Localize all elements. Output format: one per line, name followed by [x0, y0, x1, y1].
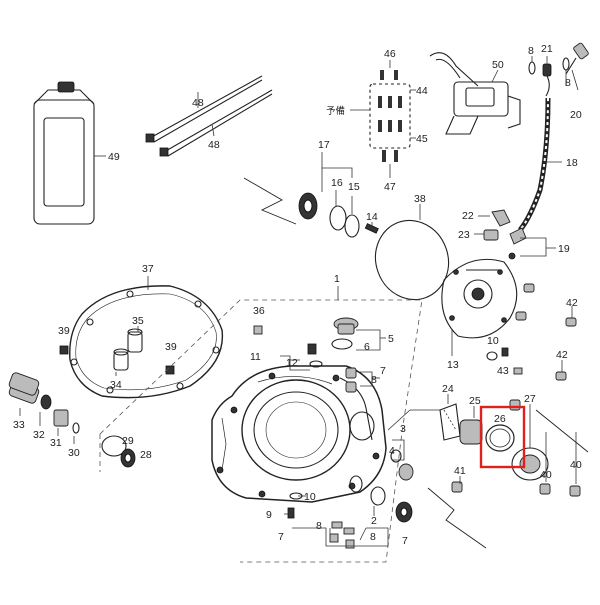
pump-impeller-set[interactable]: [439, 399, 581, 497]
label-28: 28: [140, 449, 152, 461]
label-42b: 42: [556, 349, 568, 361]
label-18: 18: [566, 157, 578, 169]
label-8b: 8: [316, 520, 322, 532]
cable-ties-part[interactable]: [145, 75, 273, 157]
label-5: 5: [388, 333, 394, 345]
crankcase-cover-part[interactable]: [211, 365, 387, 503]
bearing-seal-set[interactable]: [298, 192, 379, 238]
master-cylinder-part[interactable]: [429, 52, 521, 135]
cover-gasket-ring[interactable]: [364, 210, 459, 310]
label-20: 20: [570, 109, 582, 121]
label-14: 14: [366, 211, 378, 223]
label-23: 23: [458, 229, 470, 241]
pump-cover-part[interactable]: [441, 258, 518, 339]
label-11: 11: [250, 351, 261, 363]
label-41: 41: [454, 465, 466, 477]
label-33: 33: [13, 419, 25, 431]
label-21: 21: [541, 43, 553, 55]
oil-seal-set[interactable]: [349, 449, 414, 523]
label-4: 4: [389, 445, 395, 457]
hose-fittings-set[interactable]: [483, 209, 527, 260]
label-50: 50: [492, 59, 504, 71]
cover-bolts-set[interactable]: [486, 283, 577, 381]
brake-hose-part[interactable]: [518, 97, 551, 232]
banjo-bolt-set[interactable]: [528, 42, 589, 97]
label-1: 1: [334, 273, 340, 285]
label-32: 32: [33, 429, 45, 441]
label-45: 45: [416, 133, 428, 145]
o-ring-highlighted-part[interactable]: [479, 405, 526, 469]
label-36: 36: [253, 305, 265, 317]
cover-seal-bearing-set[interactable]: [101, 435, 136, 468]
label-7c: 7: [402, 535, 408, 547]
label-10b: 10: [487, 335, 499, 347]
spare-parts-label: 予備: [326, 105, 345, 117]
cover-bolts-group[interactable]: [287, 367, 357, 549]
label-25: 25: [469, 395, 481, 407]
label-39b: 39: [165, 341, 177, 353]
label-35: 35: [132, 315, 144, 327]
label-7a: 7: [380, 365, 386, 377]
filler-cap-set[interactable]: [307, 317, 359, 368]
label-48a: 48: [192, 97, 204, 109]
label-8c: 8: [370, 531, 376, 543]
label-27: 27: [524, 393, 536, 405]
label-3: 3: [400, 423, 406, 435]
label-22: 22: [462, 210, 474, 222]
label-19: 19: [558, 243, 570, 255]
label-26: 26: [494, 413, 506, 425]
label-48b: 48: [208, 139, 220, 151]
label-15: 15: [348, 181, 360, 193]
label-17: 17: [318, 139, 330, 151]
label-16: 16: [331, 177, 343, 189]
label-2: 2: [371, 515, 377, 527]
label-7b: 7: [278, 531, 284, 543]
label-9: 9: [266, 509, 272, 521]
crankcase-gasket-part[interactable]: [69, 285, 224, 399]
label-6: 6: [364, 341, 370, 353]
label-40a: 40: [540, 469, 552, 481]
highlight-box: [479, 405, 526, 469]
label-29: 29: [122, 435, 134, 447]
label-10a: 10: [304, 491, 316, 503]
label-47: 47: [384, 181, 396, 193]
label-39a: 39: [58, 325, 70, 337]
label-8e: 8: [565, 77, 571, 89]
label-37: 37: [142, 263, 154, 275]
label-49: 49: [108, 151, 120, 163]
label-43: 43: [497, 365, 509, 377]
label-34: 34: [110, 379, 122, 391]
label-8d: 8: [528, 45, 534, 57]
label-12: 12: [286, 357, 298, 369]
label-30: 30: [68, 447, 80, 459]
shaft-gear-set[interactable]: [8, 372, 80, 434]
label-44: 44: [416, 85, 428, 97]
label-8a: 8: [371, 374, 377, 386]
label-13: 13: [447, 359, 459, 371]
label-40b: 40: [570, 459, 582, 471]
label-24: 24: [442, 383, 454, 395]
label-42a: 42: [566, 297, 578, 309]
label-38: 38: [414, 193, 426, 205]
caliper-pistons-set[interactable]: [350, 70, 411, 162]
label-46: 46: [384, 48, 396, 60]
oil-bottle-part[interactable]: [33, 81, 95, 225]
part-labels: 1 2 3 4 5 6 7 7 7 8 8 8 8 8 9 10 10 11 1…: [13, 43, 582, 547]
label-31: 31: [50, 437, 62, 449]
dowel-pins-set[interactable]: [59, 325, 263, 375]
